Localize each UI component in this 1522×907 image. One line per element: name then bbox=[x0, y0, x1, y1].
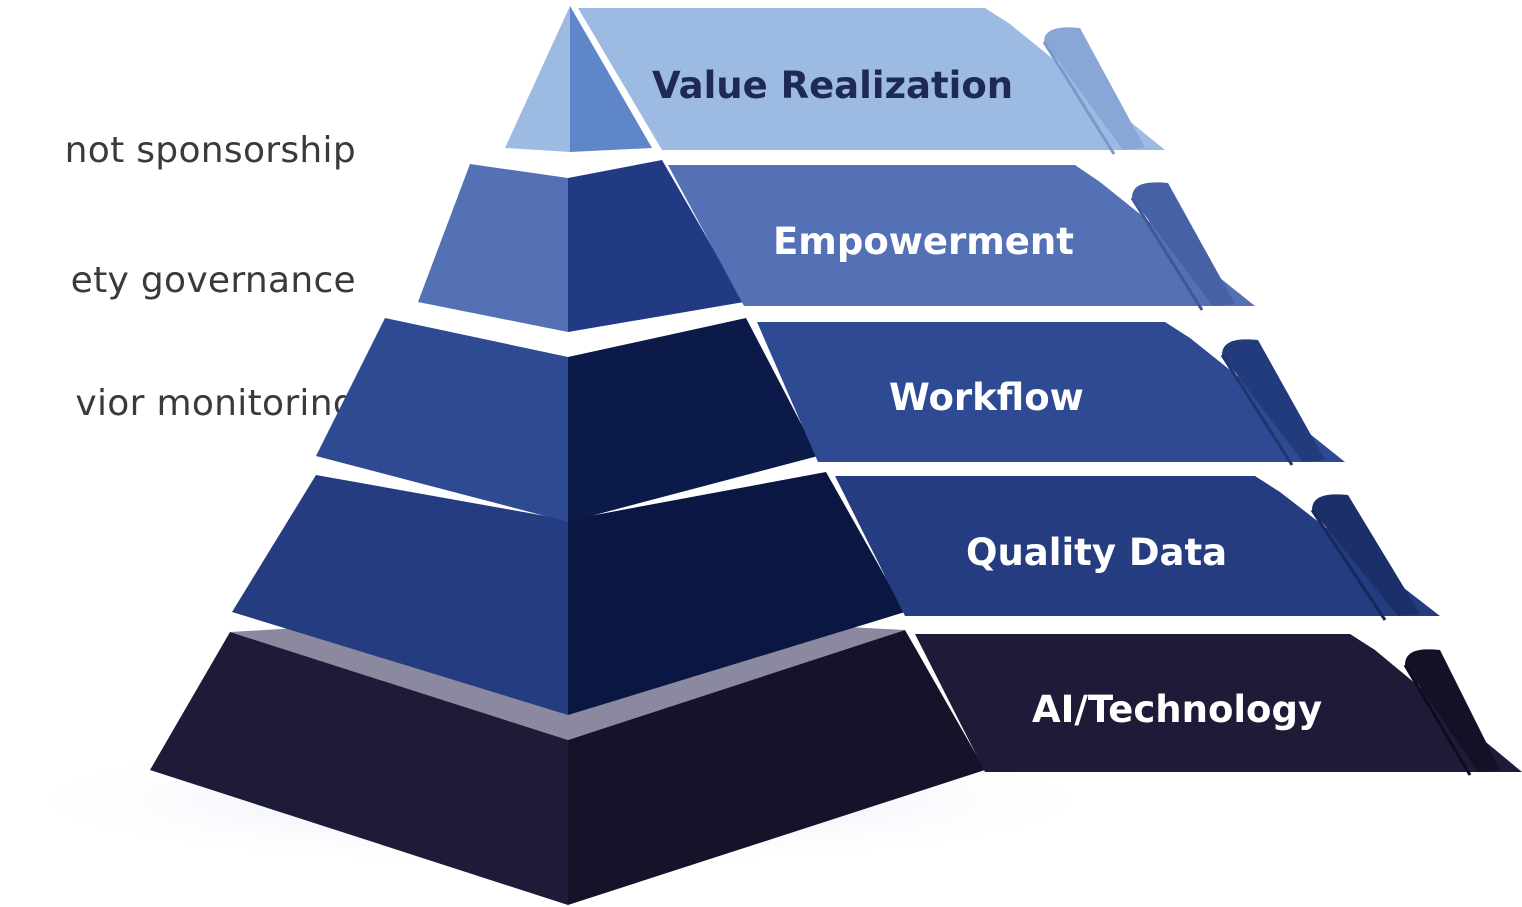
tier-label-ai-technology: AI/Technology bbox=[1032, 688, 1322, 731]
tier-label-empowerment: Empowerment bbox=[773, 220, 1074, 263]
tier-label-quality-data: Quality Data bbox=[966, 531, 1227, 574]
bullet-item-2: ety governance bbox=[70, 260, 356, 301]
tier-label-workflow: Workflow bbox=[889, 376, 1084, 419]
bullet-item-1: not sponsorship bbox=[64, 130, 356, 171]
tier-empowerment bbox=[418, 160, 1255, 332]
tier-label-value-realization: Value Realization bbox=[652, 64, 1013, 107]
tier-value-realization bbox=[505, 6, 1165, 155]
tier-quality-data bbox=[232, 472, 1440, 715]
tier-workflow bbox=[316, 318, 1345, 522]
bullet-item-3: vior monitoring bbox=[75, 383, 356, 424]
